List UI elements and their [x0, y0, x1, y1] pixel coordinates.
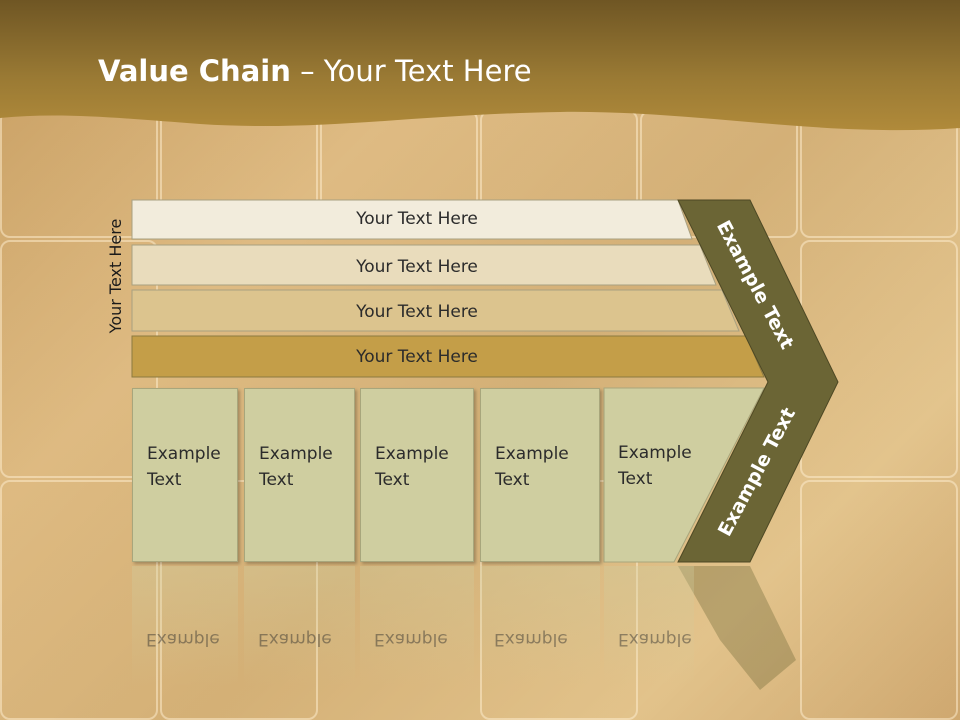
box-reflection-1: Example	[132, 566, 238, 686]
collage-tile	[800, 480, 958, 720]
chain-box-3-line2: Text	[375, 470, 410, 490]
chain-row-4	[131, 335, 765, 378]
chain-box-4-line1: Example	[495, 444, 569, 464]
row-label-3: Your Text Here	[356, 302, 478, 322]
row-label-4: Your Text Here	[356, 347, 478, 367]
chain-row-1	[131, 199, 693, 240]
box-reflection-5: Example	[604, 566, 694, 686]
box-reflection-text: Example	[618, 629, 692, 649]
chain-box-2: Example Text	[244, 388, 355, 562]
chain-box-5-shape	[603, 387, 765, 563]
chain-box-3: Example Text	[360, 388, 474, 562]
chain-box-5: Example Text	[604, 388, 694, 562]
chain-box-1-line2: Text	[147, 470, 182, 490]
box-reflection-text: Example	[494, 629, 568, 649]
chain-box-4-line2: Text	[495, 470, 530, 490]
chain-box-2-line2: Text	[259, 470, 294, 490]
chain-row-3	[131, 289, 740, 332]
title-banner	[0, 0, 960, 131]
chevron-arrow	[677, 199, 839, 563]
chevron-arrow-reflection	[678, 566, 796, 690]
collage-tile	[160, 480, 318, 720]
chain-box-1: Example Text	[132, 388, 238, 562]
box-reflection-2: Example	[244, 566, 355, 686]
box-reflection-text: Example	[374, 629, 448, 649]
chain-box-4: Example Text	[480, 388, 600, 562]
box-reflection-text: Example	[146, 629, 220, 649]
chain-row-2	[131, 244, 717, 286]
chain-box-1-line1: Example	[147, 444, 221, 464]
chain-box-5-line2: Text	[618, 469, 653, 489]
row-label-1: Your Text Here	[356, 209, 478, 229]
box-reflection-4: Example	[480, 566, 600, 686]
chain-box-2-line1: Example	[259, 444, 333, 464]
chain-box-5-line1: Example	[618, 443, 692, 463]
box-reflection-3: Example	[360, 566, 474, 686]
page-title: Value Chain – Your Text Here	[98, 54, 532, 88]
box-reflection-text: Example	[258, 629, 332, 649]
chain-box-3-line1: Example	[375, 444, 449, 464]
collage-tile	[0, 480, 158, 720]
row-label-2: Your Text Here	[356, 257, 478, 277]
